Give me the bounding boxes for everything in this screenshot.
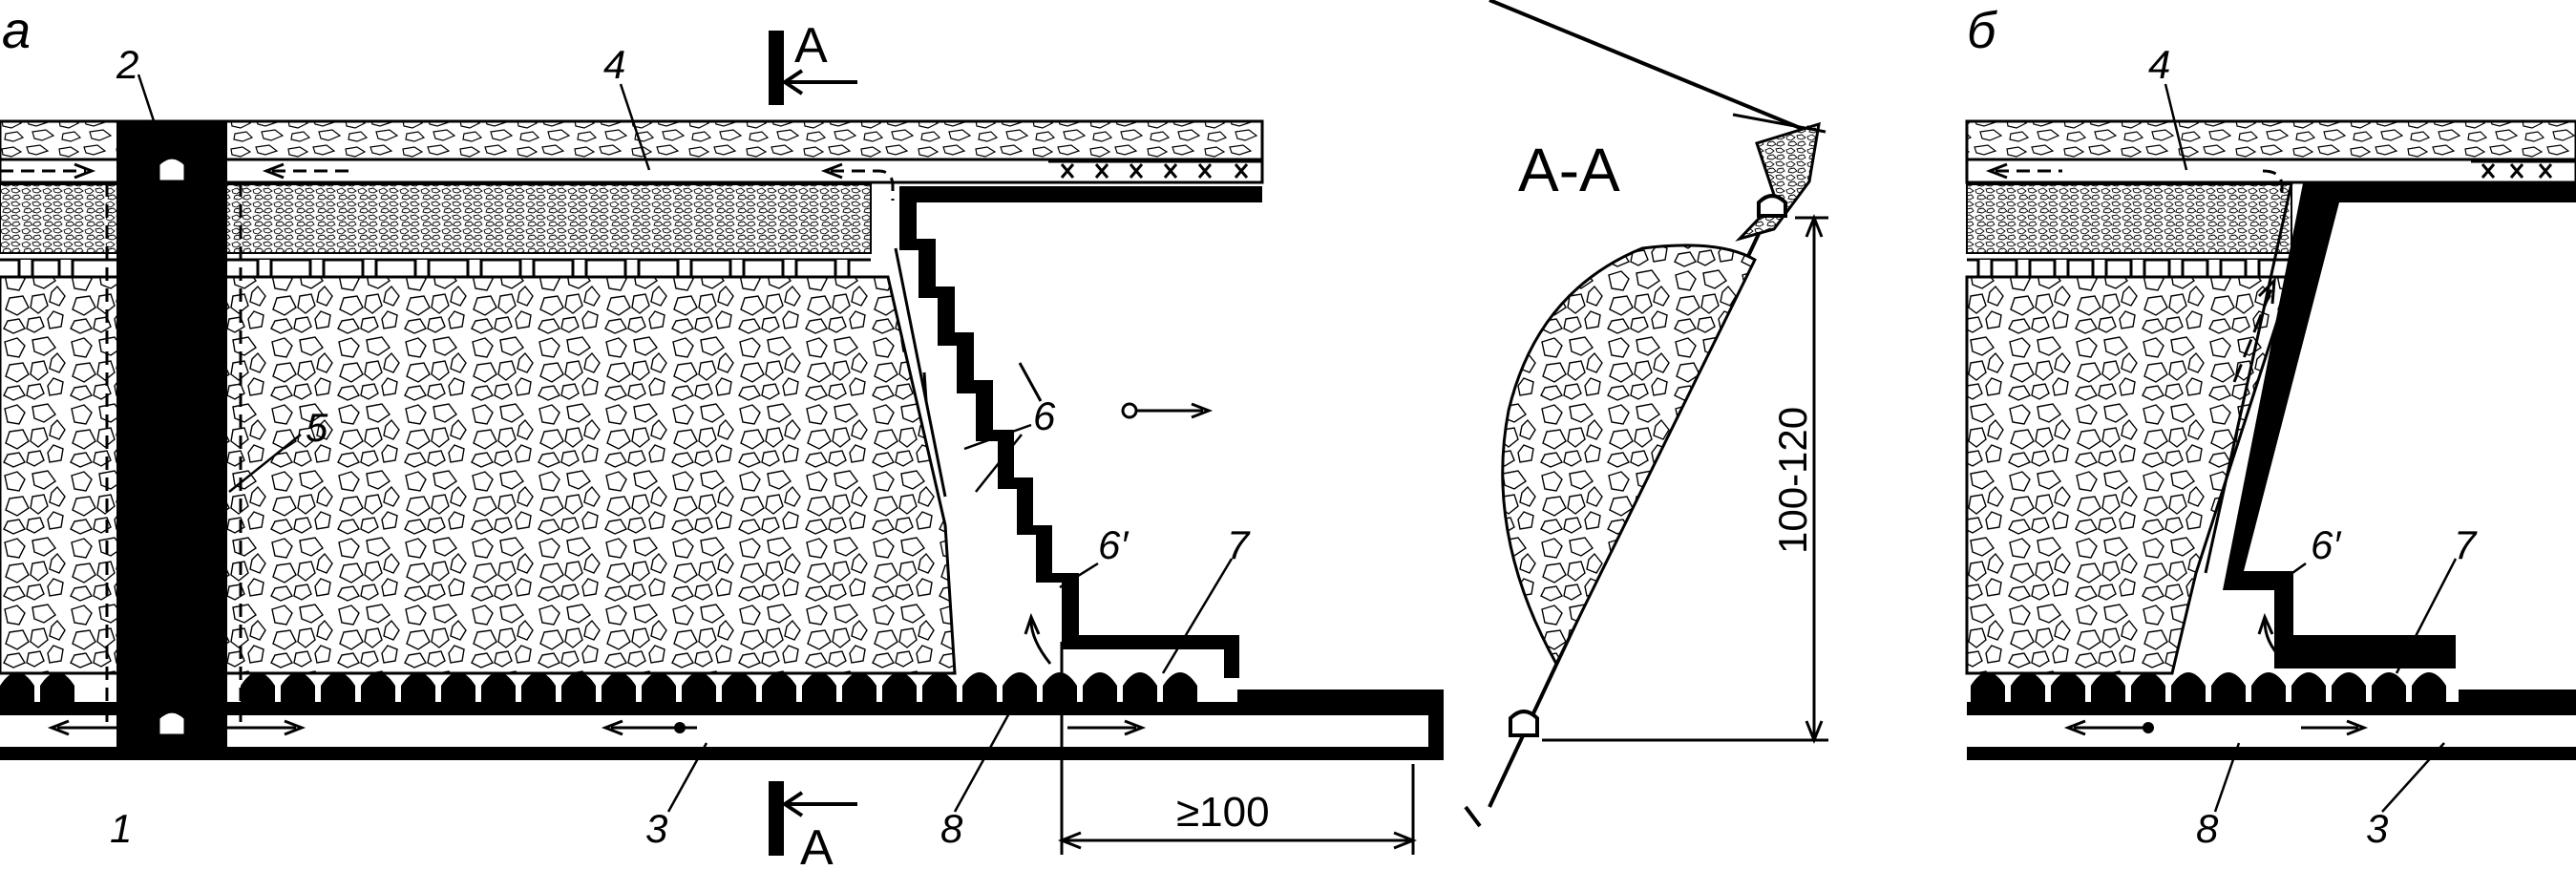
gate-icon xyxy=(1121,402,1138,419)
chock xyxy=(2171,672,2206,705)
dimension-face-height-label: 100-120 xyxy=(1770,407,1815,554)
chock xyxy=(962,672,997,705)
chock xyxy=(602,672,636,705)
chock xyxy=(2251,672,2286,705)
callout-1: 1 xyxy=(110,806,132,851)
fine-ore-layer-b xyxy=(1966,183,2292,254)
dimension-front-gap-label: ≥100 xyxy=(1176,789,1270,836)
leader-lines-b xyxy=(2164,83,2458,813)
leader-lines xyxy=(137,74,1234,813)
chock xyxy=(922,672,957,705)
chock xyxy=(1123,672,1157,705)
chock xyxy=(2011,672,2045,705)
upper-raise-icon xyxy=(1757,194,1787,218)
callout-6-prime-b: 6′ xyxy=(2311,522,2342,567)
caved-zone-section xyxy=(1501,244,1757,668)
callout-2: 2 xyxy=(116,42,138,87)
dashed-boundaries xyxy=(105,183,243,726)
chock xyxy=(2291,672,2326,705)
chock xyxy=(842,672,876,705)
callout-6-prime: 6′ xyxy=(1098,522,1130,567)
chock xyxy=(2091,672,2125,705)
chock xyxy=(2332,672,2366,705)
callout-8-b: 8 xyxy=(2196,806,2219,851)
chock xyxy=(682,672,716,705)
haulage-drift-b xyxy=(1967,690,2576,760)
upper-cap xyxy=(1735,121,1821,242)
panel-a xyxy=(0,74,1444,855)
raise-2-icon xyxy=(157,156,187,183)
straight-face xyxy=(2223,183,2576,668)
caved-rock-b xyxy=(1965,275,2294,675)
overlying-rock-band-b xyxy=(1965,119,2576,161)
chock xyxy=(642,672,676,705)
section-aa xyxy=(1464,0,1828,828)
panel-b xyxy=(1965,83,2576,813)
chock xyxy=(561,672,596,705)
section-marker-bottom: A xyxy=(800,820,834,870)
air-flow-arrows xyxy=(0,162,1214,736)
chock xyxy=(1003,672,1037,705)
caved-rock xyxy=(0,275,957,675)
chock xyxy=(1043,672,1077,705)
chock xyxy=(2372,672,2406,705)
callout-5: 5 xyxy=(306,405,328,450)
chock xyxy=(2412,672,2446,705)
chock-row xyxy=(0,672,1197,705)
backfill-crosses xyxy=(1048,159,1262,179)
chock xyxy=(762,672,796,705)
chock xyxy=(0,672,34,705)
roof-supports-b xyxy=(1967,258,2291,279)
callout-3-b: 3 xyxy=(2366,806,2388,851)
section-marker-top: A xyxy=(794,18,828,74)
airflow-marker-b xyxy=(2143,722,2154,733)
chock xyxy=(441,672,475,705)
chock xyxy=(1083,672,1117,705)
callout-4: 4 xyxy=(603,42,625,87)
airflow-marker xyxy=(674,722,686,733)
chock xyxy=(722,672,756,705)
backfill-crosses-b xyxy=(2471,159,2576,179)
chock xyxy=(2211,672,2246,705)
dimension-front-gap xyxy=(1057,642,1418,855)
callout-8: 8 xyxy=(940,806,963,851)
callout-6: 6 xyxy=(1033,393,1056,438)
lower-raise-icon xyxy=(1509,710,1539,737)
chock xyxy=(401,672,435,705)
section-title: А-А xyxy=(1518,136,1620,204)
chock xyxy=(521,672,556,705)
stepped-face xyxy=(899,186,1262,678)
chock xyxy=(40,672,74,705)
panel-label-b: б xyxy=(1967,2,1997,59)
ventilation-drift-b xyxy=(1965,158,2576,184)
chock xyxy=(1163,672,1197,705)
chock xyxy=(241,672,275,705)
chock xyxy=(802,672,836,705)
panel-label-a: а xyxy=(2,2,31,59)
dimension-face-height xyxy=(1542,213,1828,745)
chock xyxy=(481,672,516,705)
chock xyxy=(281,672,315,705)
chock xyxy=(882,672,917,705)
chock xyxy=(2051,672,2085,705)
face-edge-line xyxy=(2204,182,2293,574)
haulage-drift xyxy=(0,690,1444,760)
chock xyxy=(321,672,355,705)
inclined-seam xyxy=(1489,0,1815,136)
chock xyxy=(2131,672,2165,705)
callout-7: 7 xyxy=(1227,522,1251,567)
callout-3: 3 xyxy=(645,806,667,851)
callout-4-b: 4 xyxy=(2148,42,2170,87)
callout-7-b: 7 xyxy=(2454,522,2478,567)
chock-row-b xyxy=(1971,672,2446,705)
chock xyxy=(361,672,395,705)
support-pillar xyxy=(116,121,227,752)
raise-1-icon xyxy=(157,710,187,737)
chock xyxy=(1971,672,2005,705)
section-marks xyxy=(769,31,857,856)
air-flow-arrows-b xyxy=(1985,162,2369,736)
